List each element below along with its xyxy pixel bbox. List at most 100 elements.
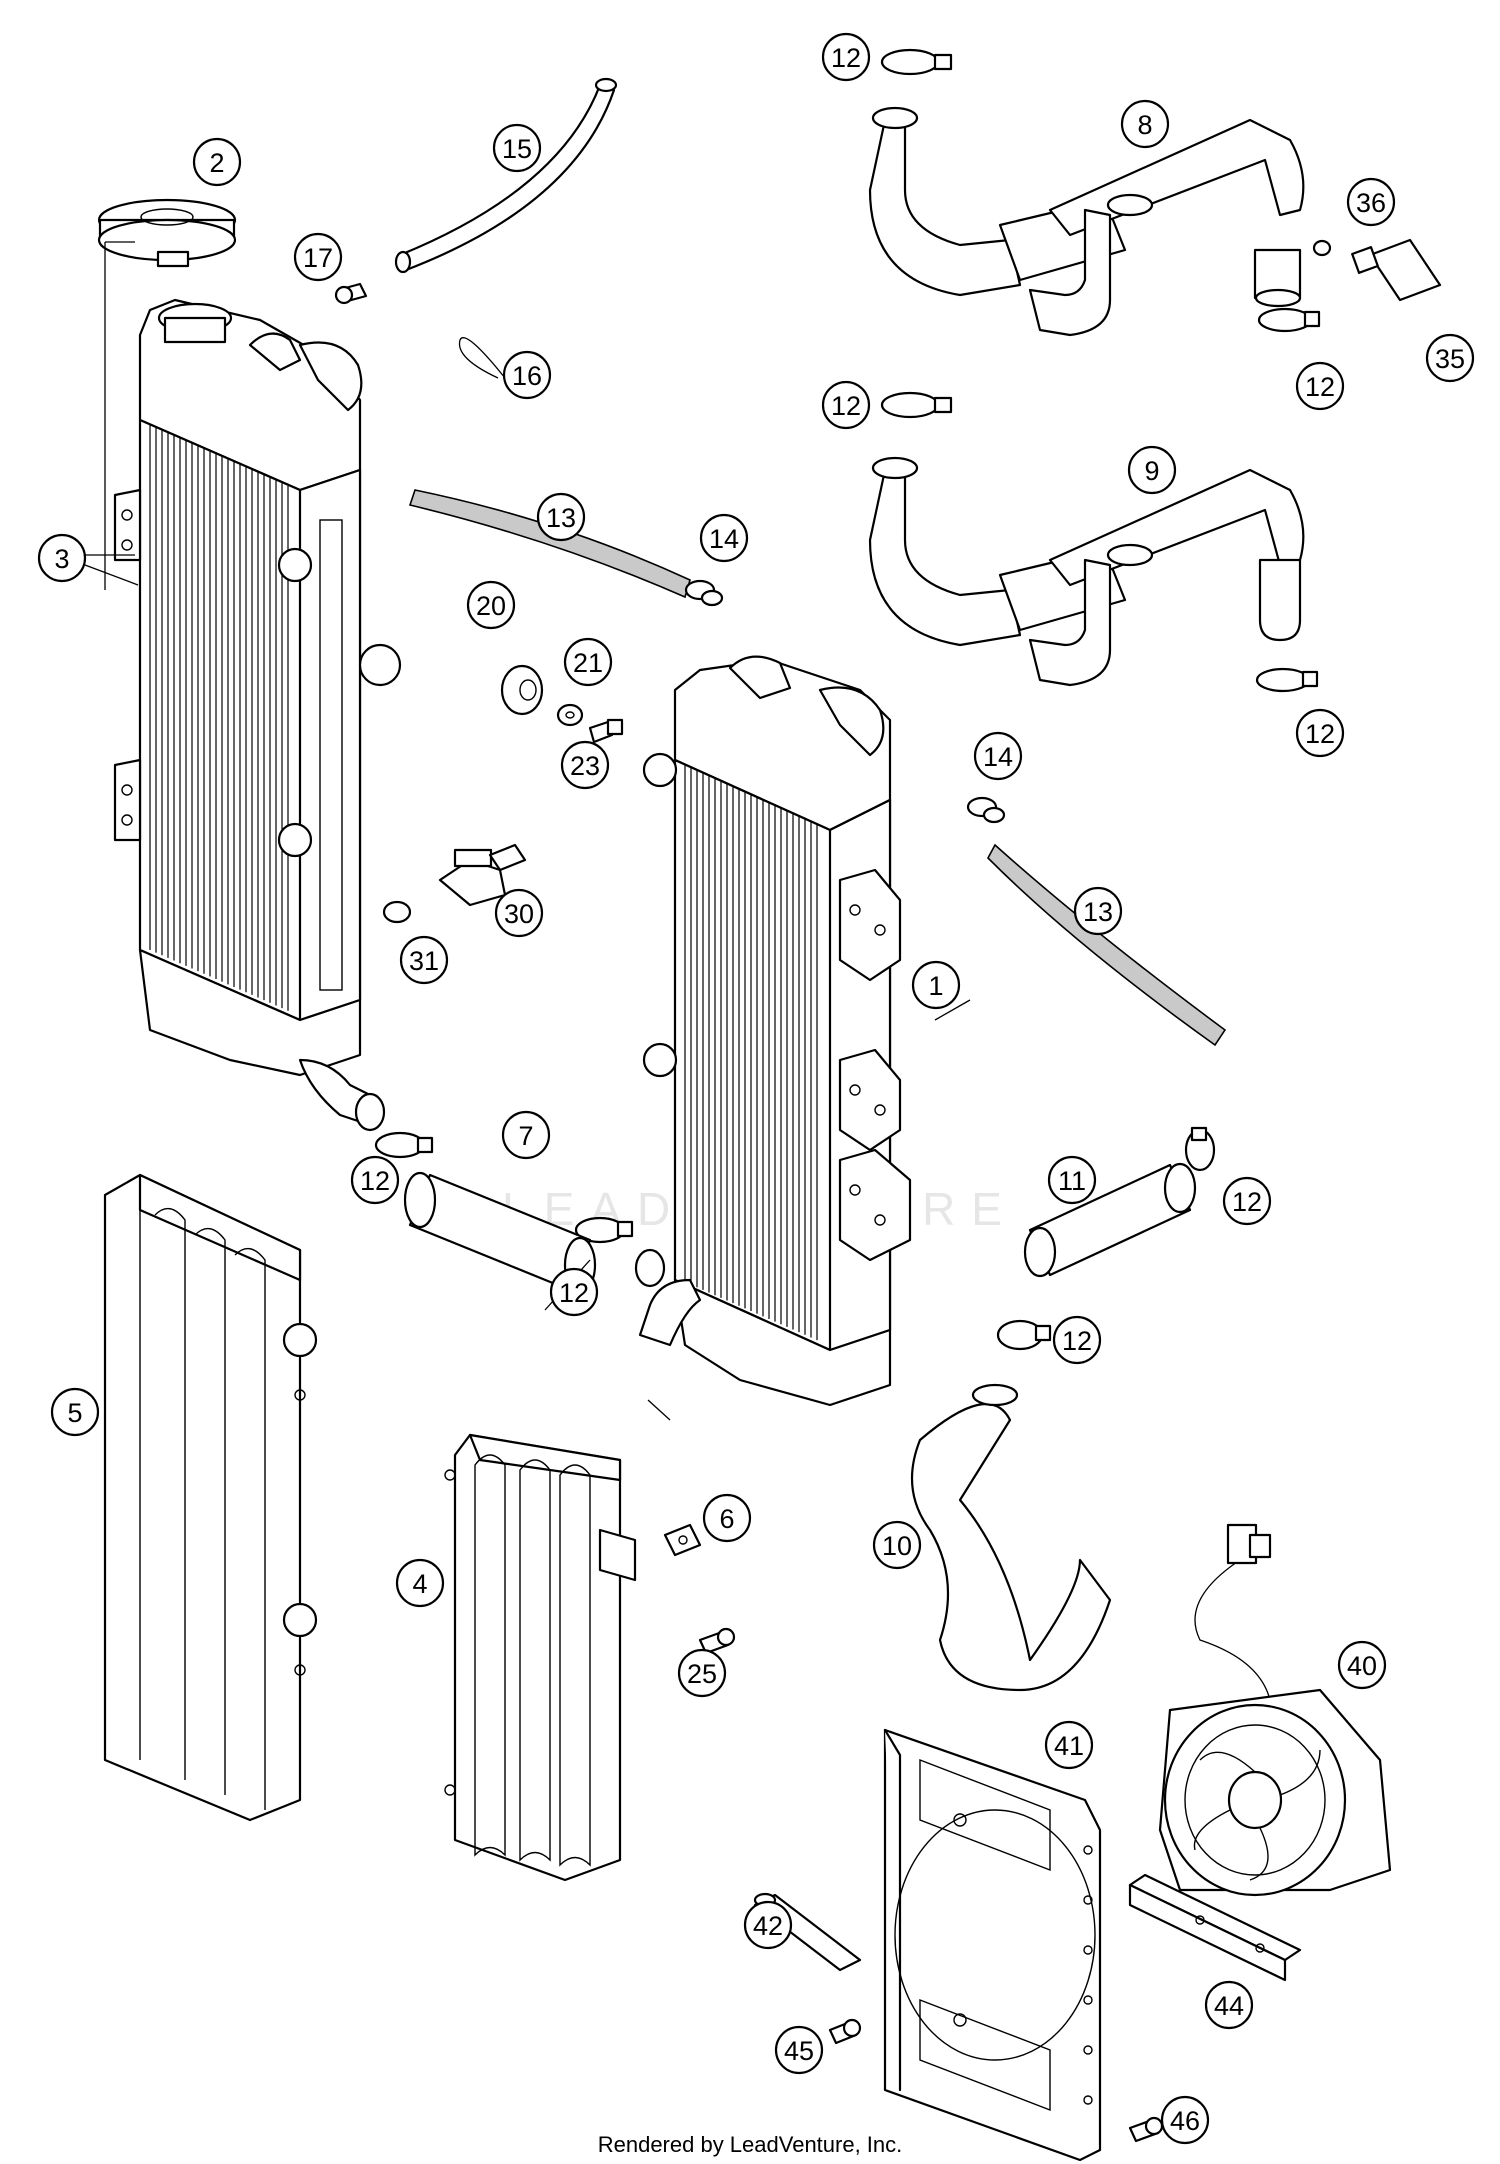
callout-number: 31	[409, 946, 439, 976]
hose-clamp-14a	[684, 579, 724, 607]
callout-c1: 1	[911, 960, 961, 1010]
callout-ring	[1127, 445, 1177, 495]
y-hose-9	[868, 456, 1305, 687]
callout-number: 36	[1356, 188, 1386, 218]
callout-number: 8	[1137, 110, 1152, 140]
callout-c11: 11	[1047, 1155, 1097, 1205]
radiator-cap	[97, 198, 237, 268]
callout-ring	[1222, 1176, 1272, 1226]
callout-ring	[1052, 1315, 1102, 1365]
callout-c13b: 13	[1073, 886, 1123, 936]
callout-number: 25	[687, 1659, 717, 1689]
callout-ring	[536, 492, 586, 542]
callout-c14b: 14	[973, 731, 1023, 781]
callout-number: 14	[709, 524, 739, 554]
callout-number: 12	[831, 43, 861, 73]
clamp-12-lower-right	[1255, 667, 1319, 693]
clamp-12-hose11-below	[996, 1319, 1052, 1351]
bent-hose-10	[910, 1383, 1112, 1692]
callout-number: 7	[518, 1121, 533, 1151]
callout-number: 17	[303, 243, 333, 273]
callout-c25: 25	[677, 1648, 727, 1698]
callout-ring	[743, 1900, 793, 1950]
radiator-shroud-5	[103, 1173, 318, 1822]
clamp-12-hose7-right	[574, 1216, 634, 1244]
callout-number: 4	[412, 1569, 427, 1599]
callout-ring	[1425, 333, 1475, 383]
callout-number: 41	[1054, 1731, 1084, 1761]
callout-number: 11	[1058, 1166, 1086, 1196]
bolt-23	[588, 718, 624, 744]
callout-ring	[492, 123, 542, 173]
callout-number: 23	[570, 751, 600, 781]
callout-c12a: 12	[821, 32, 871, 82]
clamp-12-hose7-left	[374, 1131, 434, 1159]
callout-ring	[395, 1558, 445, 1608]
callout-ring	[560, 740, 610, 790]
callout-number: 6	[719, 1504, 734, 1534]
callout-ring	[973, 731, 1023, 781]
callout-number: 3	[54, 544, 69, 574]
callout-ring	[502, 350, 552, 400]
callout-ring	[699, 513, 749, 563]
callout-number: 12	[1062, 1326, 1092, 1356]
hose-clip	[458, 337, 506, 379]
callout-c15: 15	[492, 123, 542, 173]
callout-number: 12	[559, 1278, 589, 1308]
callout-c6: 6	[702, 1493, 752, 1543]
callout-number: 21	[573, 648, 603, 678]
louver-slat	[474, 1454, 506, 1857]
callout-c14a: 14	[699, 513, 749, 563]
clamp-12-top	[880, 48, 953, 76]
callout-c12d: 12	[1295, 708, 1345, 758]
callout-number: 5	[67, 1398, 82, 1428]
screw-45	[828, 2018, 862, 2045]
callout-c9: 9	[1127, 445, 1177, 495]
callout-c12e: 12	[350, 1155, 400, 1205]
callout-c8: 8	[1120, 99, 1170, 149]
callout-number: 45	[784, 2036, 814, 2066]
callout-ring	[1346, 177, 1396, 227]
clamp-12-upper-right	[1257, 307, 1321, 333]
callout-number: 15	[502, 134, 532, 164]
callout-number: 12	[360, 1166, 390, 1196]
callout-c12b: 12	[1295, 361, 1345, 411]
callout-ring	[677, 1648, 727, 1698]
grommet-20	[500, 664, 544, 716]
hose-clamp-14b	[966, 796, 1006, 824]
louver-4	[444, 1433, 637, 1882]
callout-number: 13	[546, 503, 576, 533]
callout-c5: 5	[50, 1387, 100, 1437]
screw-17	[334, 282, 368, 305]
clip-6	[663, 1523, 702, 1557]
callout-ring	[774, 2025, 824, 2075]
callout-number: 12	[831, 391, 861, 421]
callout-ring	[911, 960, 961, 1010]
reference-bracket	[80, 241, 135, 590]
callout-c40: 40	[1337, 1640, 1387, 1690]
callout-c23: 23	[560, 740, 610, 790]
callout-c44: 44	[1204, 1980, 1254, 2030]
callout-number: 20	[476, 591, 506, 621]
callout-c10: 10	[872, 1520, 922, 1570]
callout-c21: 21	[563, 637, 613, 687]
callout-number: 30	[504, 899, 534, 929]
screw-46	[1128, 2116, 1164, 2143]
callout-number: 35	[1435, 344, 1465, 374]
callout-ring	[494, 888, 544, 938]
callout-ring	[1120, 99, 1170, 149]
washer-21	[556, 703, 584, 727]
plate-44	[1128, 1873, 1302, 1982]
callout-ring	[50, 1387, 100, 1437]
callout-ring	[821, 380, 871, 430]
callout-labels: 1234567891011121212121212121213131414151…	[37, 32, 1475, 2145]
louver-slat	[519, 1459, 551, 1862]
callout-c46: 46	[1160, 2095, 1210, 2145]
callout-number: 14	[983, 742, 1013, 772]
callout-number: 16	[512, 361, 542, 391]
callout-ring	[1073, 886, 1123, 936]
callout-c45: 45	[774, 2025, 824, 2075]
braided-hose-lower	[987, 843, 1227, 1047]
left-radiator	[113, 298, 402, 1132]
